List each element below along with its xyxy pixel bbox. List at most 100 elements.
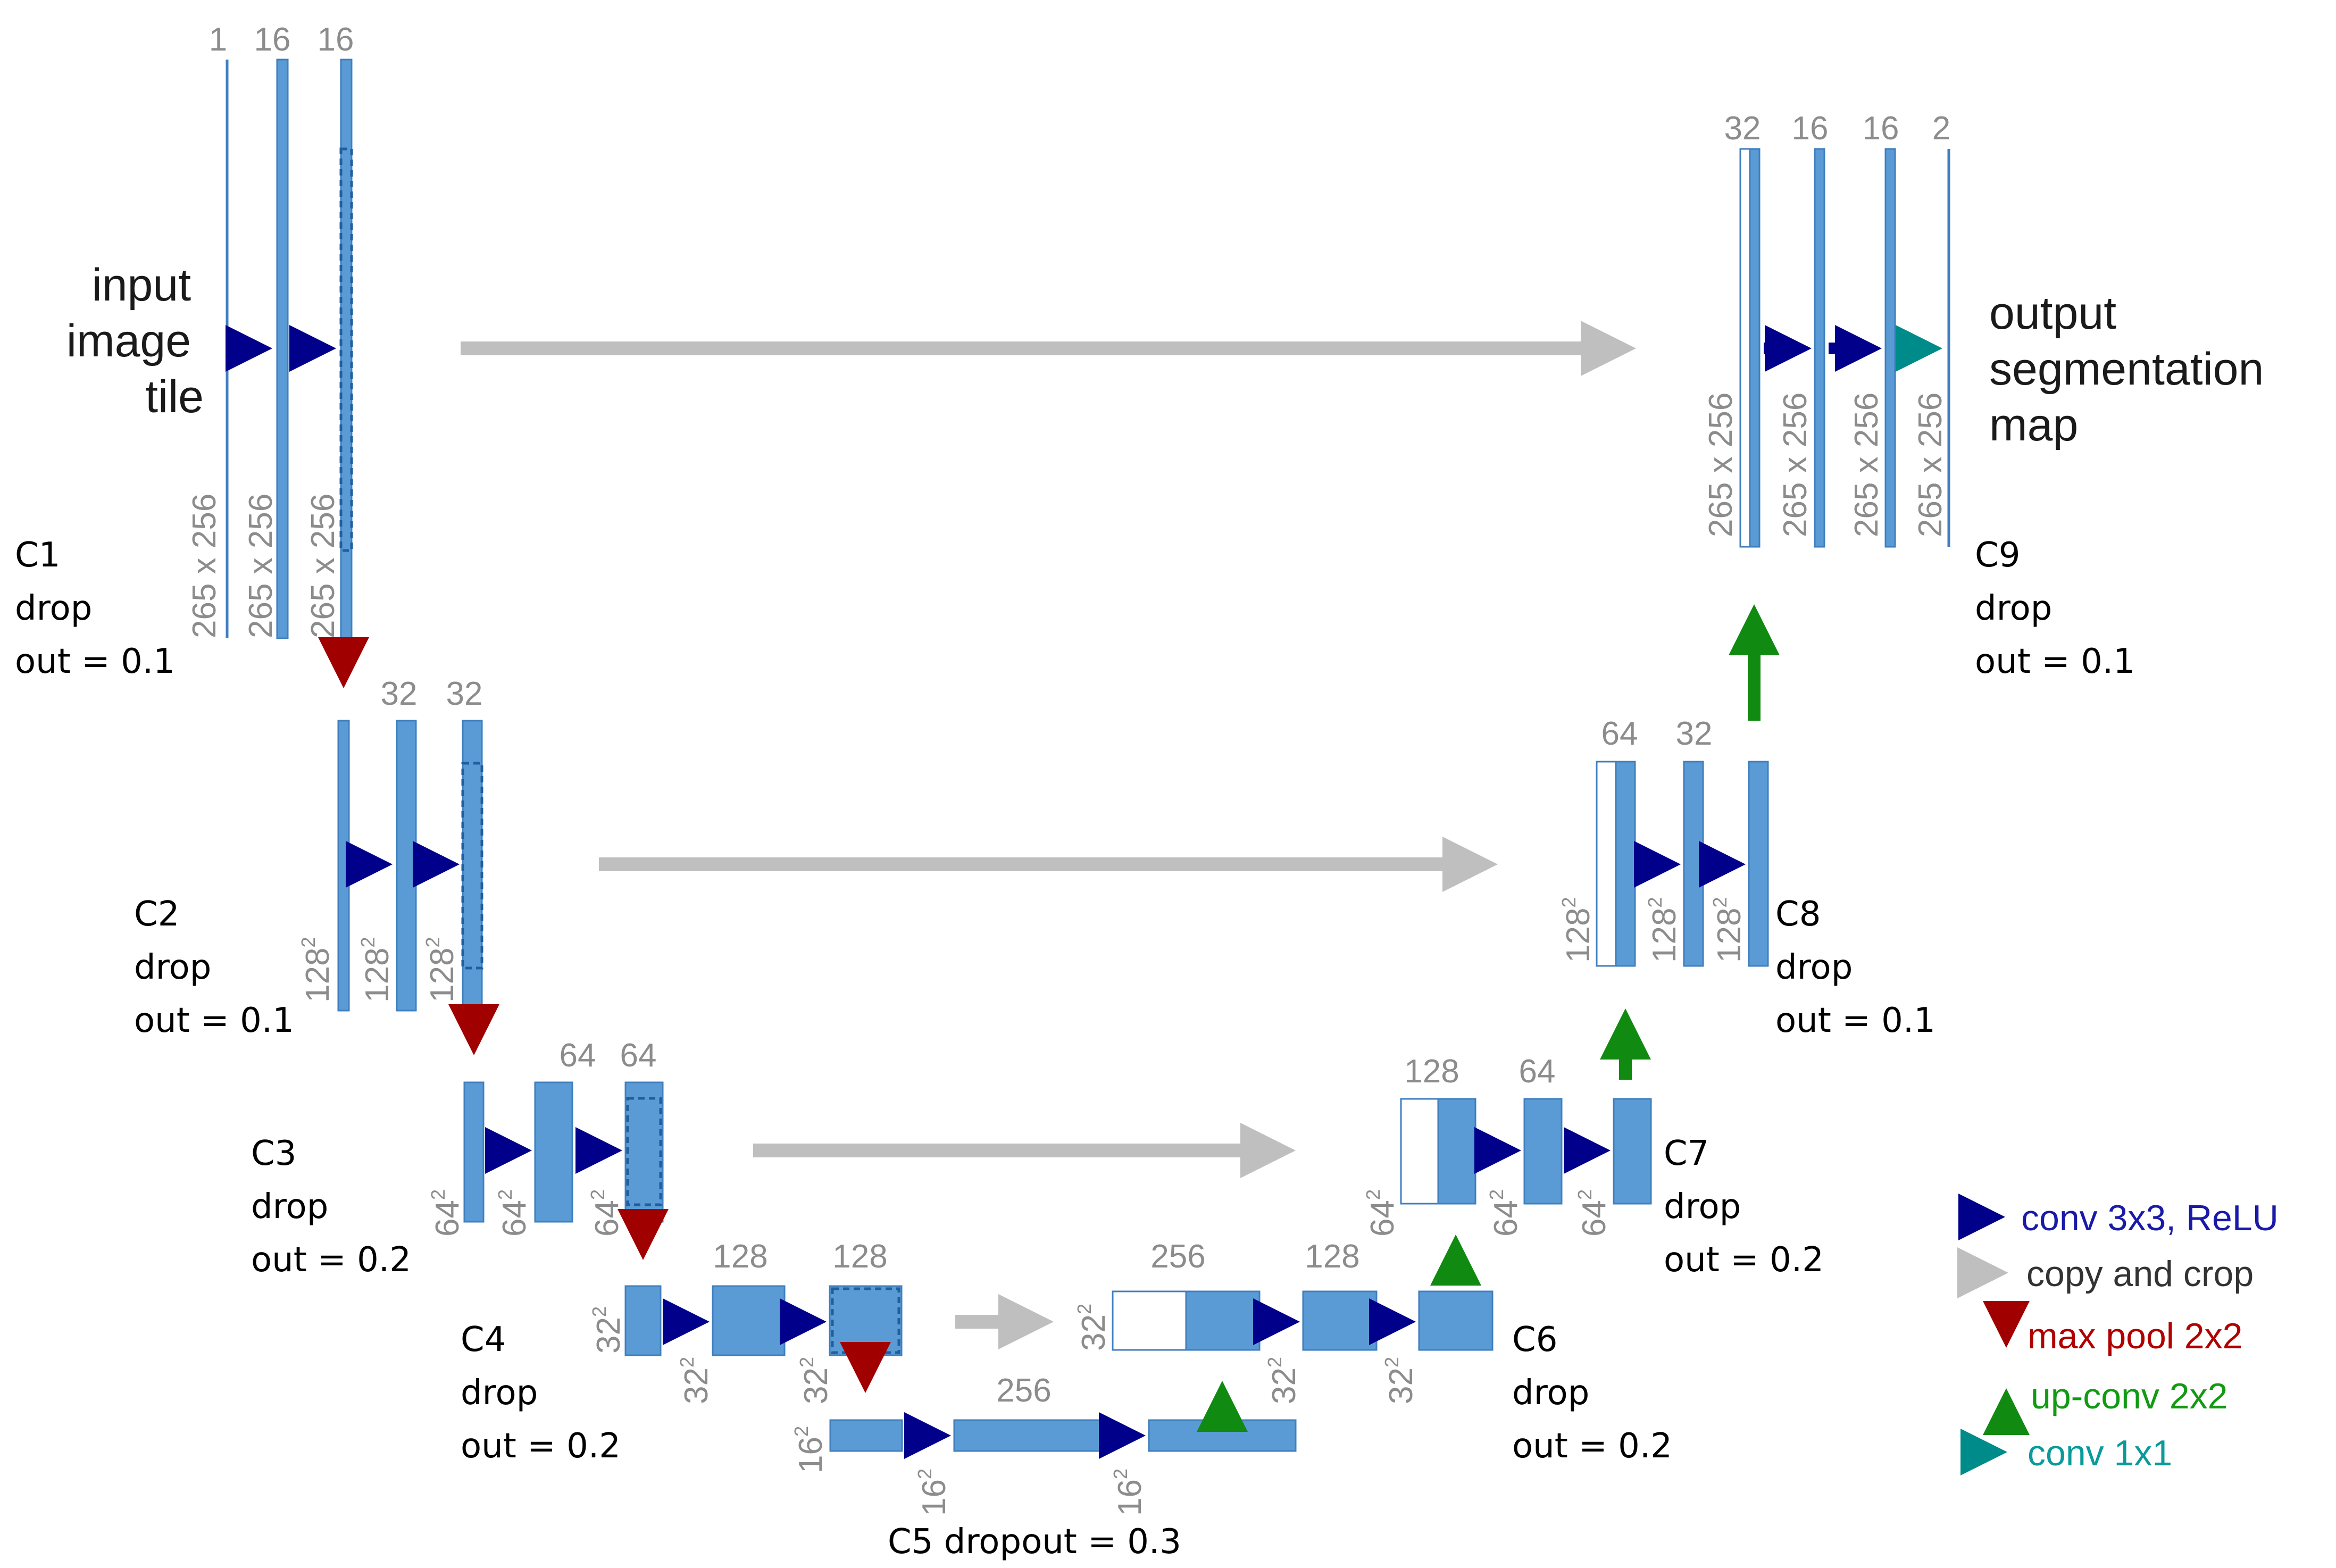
legend-conv-label: conv 3x3, ReLU [2021,1198,2279,1238]
c7-channels-2: 64 [1519,1053,1556,1090]
c6-size-1: 322 [1073,1304,1112,1351]
c4-size-2: 322 [676,1357,715,1404]
c1-size-2: 265 x 256 [243,494,279,638]
c1-block-1 [276,59,289,639]
c3-channels-2: 64 [620,1037,657,1074]
c6-caption: C6 drop out = 0.2 [1512,1320,1672,1466]
c3-size-1: 642 [427,1189,466,1237]
c3-block-2 [534,1081,573,1223]
c4-size-1: 322 [588,1306,627,1354]
c7-block-1 [1437,1098,1476,1205]
c6-block-1 [1185,1290,1261,1351]
c6-channels-1: 256 [1150,1238,1205,1275]
c1-channels-1: 1 [209,21,227,58]
c3-size-3: 642 [587,1189,625,1237]
c4-block-2 [712,1285,786,1356]
c1-crop-region [339,147,353,552]
c3-caption: C3 drop out = 0.2 [251,1134,411,1280]
stage-c3: 64 64 642 642 642 C3 drop out = 0.2 [251,1037,664,1280]
c3-crop-region [626,1097,662,1206]
c9-block-2 [1814,148,1825,548]
c9-size-2: 265 x 256 [1777,393,1814,537]
legend-item-copy: copy and crop [1957,1247,2254,1298]
input-image-tile-label: input image tile [66,260,204,422]
stage-c9: 32 16 16 2 265 x 256 265 x 256 265 x 256… [1703,110,2276,681]
c8-block-1 [1615,761,1636,967]
c9-size-4: 265 x 256 [1912,393,1949,537]
conv-arrows [226,325,1882,1459]
legend-copy-label: copy and crop [2026,1254,2254,1294]
c8-size-2: 1282 [1644,897,1683,963]
c5-size-2: 162 [914,1469,953,1516]
c9-channels-2: 16 [1792,110,1829,147]
c2-block-1 [337,720,350,1012]
c9-caption: C9 drop out = 0.1 [1975,536,2135,681]
legend-upconv-label: up-conv 2x2 [2031,1376,2227,1416]
legend-item-conv1x1: conv 1x1 [1960,1429,2172,1475]
c7-size-3: 642 [1574,1189,1613,1237]
c5-block-1 [829,1419,903,1452]
c5-size-3: 162 [1109,1469,1148,1516]
c6-block-3 [1418,1290,1494,1351]
c6-size-3: 322 [1381,1357,1420,1404]
c9-channels-4: 2 [1932,110,1950,147]
c4-channels-2: 128 [832,1238,887,1275]
stage-c6: 256 128 322 322 322 C6 drop out = 0.2 [1073,1238,1672,1466]
stage-c2: 32 32 1282 1282 1282 C2 drop out = 0.1 [134,675,483,1040]
c7-copied-block [1400,1098,1439,1205]
c1-size-1: 265 x 256 [186,494,223,638]
c4-block-3 [829,1285,903,1356]
c2-crop-region [461,762,483,970]
output-segmentation-map-label: output segmentation map [1989,288,2276,451]
c7-block-3 [1613,1098,1652,1205]
legend-item-conv: conv 3x3, ReLU [1958,1194,2279,1240]
c4-size-3: 322 [796,1357,835,1404]
c8-channels-1: 64 [1601,715,1638,752]
c3-block-3 [624,1081,664,1223]
c9-block-3 [1884,148,1896,548]
c1-channels-3: 16 [318,21,354,58]
legend: conv 3x3, ReLU copy and crop max pool 2x… [1957,1194,2279,1475]
legend-pool-label: max pool 2x2 [2028,1316,2242,1356]
legend-item-upconv: up-conv 2x2 [1983,1376,2227,1435]
c1-caption: C1 drop out = 0.1 [15,536,175,681]
c8-size-1: 1282 [1558,897,1597,963]
c2-caption: C2 drop out = 0.1 [134,895,294,1040]
c7-caption: C7 drop out = 0.2 [1664,1134,1824,1280]
c7-channels-1: 128 [1404,1053,1459,1090]
c9-size-1: 265 x 256 [1703,393,1739,537]
c8-copied-block [1596,761,1617,967]
c2-size-1: 1282 [297,937,336,1003]
c2-channels-1: 32 [381,675,418,712]
c9-channels-1: 32 [1724,110,1761,147]
c4-block-1 [624,1285,662,1356]
c3-channels-1: 64 [560,1037,596,1074]
c8-size-3: 1282 [1709,897,1748,963]
c5-block-2 [953,1419,1102,1452]
c5-size-1: 162 [790,1426,829,1473]
copy-crop-arrows [461,321,1636,1349]
c6-size-2: 322 [1264,1357,1303,1404]
c4-caption: C4 drop out = 0.2 [461,1320,621,1466]
c6-channels-2: 128 [1305,1238,1359,1275]
up-conv-arrows [1197,604,1780,1432]
c1-channels-2: 16 [254,21,291,58]
c5-block-3 [1148,1419,1297,1452]
c2-size-2: 1282 [357,937,396,1003]
c6-copied-block [1112,1290,1187,1351]
stage-c7: 128 64 642 642 642 C7 drop out = 0.2 [1362,1053,1824,1280]
c7-size-2: 642 [1486,1189,1524,1237]
c3-size-2: 642 [494,1189,533,1237]
c3-block-1 [463,1081,485,1223]
stage-c8: 64 32 1282 1282 1282 C8 drop out = 0.1 [1558,715,1935,1040]
c8-block-3 [1748,761,1769,967]
stage-c1: 1 16 16 265 x 256 265 x 256 265 x 256 C1… [15,21,354,681]
c7-block-2 [1523,1098,1563,1205]
c4-channels-1: 128 [713,1238,767,1275]
c2-size-3: 1282 [422,937,461,1003]
c9-block-1 [1749,148,1761,548]
c9-copied-block [1739,148,1751,548]
c1-size-3: 265 x 256 [305,494,341,638]
c8-block-2 [1683,761,1704,967]
